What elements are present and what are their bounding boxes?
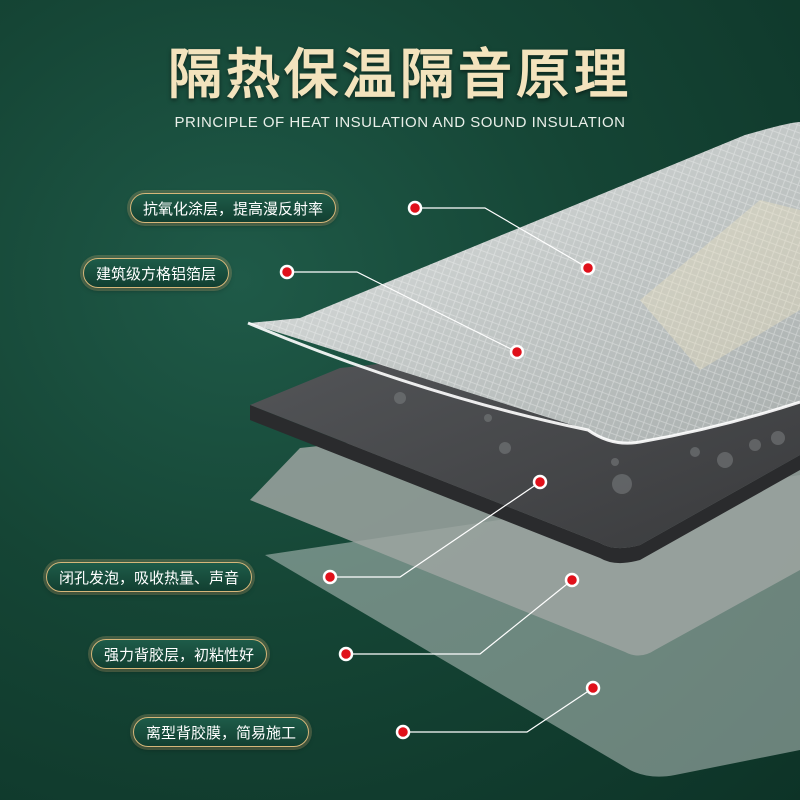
marker-dot bbox=[322, 569, 338, 585]
page-subtitle: PRINCIPLE OF HEAT INSULATION AND SOUND I… bbox=[174, 114, 626, 131]
label-release-liner: 离型背胶膜，简易施工 bbox=[133, 717, 310, 747]
marker-dot bbox=[509, 344, 525, 360]
foil-edge bbox=[247, 321, 800, 445]
foil-glare bbox=[640, 200, 800, 370]
label-antioxidation-coating: 抗氧化涂层，提高漫反射率 bbox=[130, 193, 337, 223]
marker-dot bbox=[585, 680, 601, 696]
foil-grid-texture bbox=[248, 122, 800, 444]
label-aluminum-foil: 建筑级方格铝箔层 bbox=[83, 258, 230, 288]
marker-dot bbox=[407, 200, 423, 216]
marker-dot bbox=[580, 260, 596, 276]
label-closed-cell-foam: 闭孔发泡，吸收热量、声音 bbox=[46, 562, 253, 592]
leader-line bbox=[403, 687, 594, 733]
leader-line bbox=[346, 579, 573, 655]
label-adhesive-layer: 强力背胶层，初粘性好 bbox=[91, 639, 268, 669]
page-title: 隔热保温隔音原理 bbox=[168, 42, 632, 106]
marker-dot bbox=[564, 572, 580, 588]
marker-dot bbox=[532, 474, 548, 490]
marker-dot bbox=[279, 264, 295, 280]
marker-dot bbox=[395, 724, 411, 740]
leader-line bbox=[330, 481, 541, 578]
marker-dot bbox=[338, 646, 354, 662]
markers bbox=[279, 200, 601, 740]
leader-line bbox=[415, 207, 589, 269]
foam-bubbles bbox=[394, 392, 785, 494]
leader-line bbox=[287, 271, 518, 353]
leader-lines bbox=[287, 207, 594, 733]
